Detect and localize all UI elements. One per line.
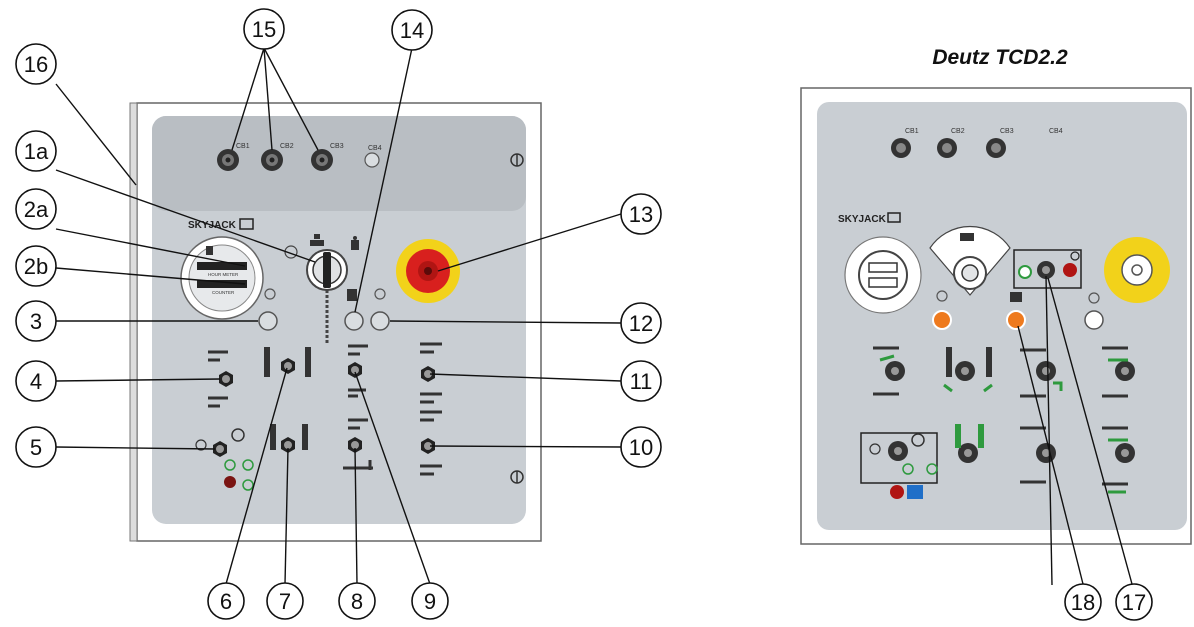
svg-text:2b: 2b	[24, 254, 48, 279]
svg-text:9: 9	[424, 589, 436, 614]
callout-1a: 1a	[15, 130, 57, 172]
manual-icon	[239, 218, 254, 230]
svg-text:4: 4	[30, 369, 42, 394]
indicator-light-white	[1084, 292, 1104, 330]
brand-logo: SKYJACK	[838, 214, 887, 225]
circuit-breaker-cb4-slot: CB4	[364, 145, 382, 168]
callout-2b: 2b	[15, 245, 57, 287]
svg-text:3: 3	[30, 309, 42, 334]
callout-18: 18	[1064, 583, 1102, 621]
left-faceplate-top-band	[152, 116, 526, 211]
svg-text:18: 18	[1071, 590, 1095, 615]
toggle-switch-drive[interactable]	[873, 346, 905, 396]
indicator-light-3	[258, 288, 278, 331]
indicator-light-orange-left	[932, 290, 952, 330]
emergency-stop-button[interactable]	[396, 239, 460, 303]
toggle-switch-platform[interactable]	[1102, 346, 1135, 398]
callout-11: 11	[620, 360, 662, 402]
status-indicator-box	[1013, 249, 1082, 289]
callout-2a: 2a	[15, 188, 57, 230]
left-faceplate	[152, 116, 526, 524]
svg-text:11: 11	[630, 369, 653, 394]
callout-6: 6	[207, 582, 245, 620]
svg-text:2a: 2a	[24, 197, 49, 222]
toggle-switch-8[interactable]	[343, 418, 373, 470]
indicator-light-12	[370, 288, 390, 331]
callout-8: 8	[338, 582, 376, 620]
counter-label: COUNTER	[212, 290, 235, 295]
toggle-switch-4[interactable]	[208, 350, 233, 408]
right-faceplate	[817, 102, 1187, 530]
leader-lines-left	[55, 47, 622, 585]
right-control-box: CB1 CB2 CB3 CB4 SKYJACK	[800, 87, 1192, 545]
toggle-switch-generator[interactable]	[860, 432, 938, 499]
toggle-switch-11[interactable]	[420, 342, 442, 404]
svg-text:13: 13	[629, 202, 653, 227]
callout-9: 9	[411, 582, 449, 620]
toggle-switch-7[interactable]	[270, 424, 308, 453]
svg-text:5: 5	[30, 435, 42, 460]
circuit-breaker-cb2[interactable]: CB2	[261, 143, 294, 171]
circuit-breaker-cb1[interactable]: CB1	[891, 128, 919, 158]
callout-12: 12	[620, 302, 662, 344]
callout-15: 15	[243, 8, 285, 50]
circuit-breaker-cb2[interactable]: CB2	[937, 128, 965, 158]
toggle-switch-steer[interactable]	[943, 347, 993, 393]
callout-5: 5	[15, 426, 57, 468]
callout-17: 17	[1115, 583, 1153, 621]
breaker-label: CB4	[368, 145, 382, 152]
toggle-switch-5[interactable]	[195, 428, 254, 491]
callout-3: 3	[15, 300, 57, 342]
emergency-stop-button[interactable]	[1104, 237, 1170, 303]
svg-text:6: 6	[220, 589, 232, 614]
toggle-switch-outrigger[interactable]	[1102, 426, 1135, 494]
manual-icon	[887, 212, 901, 223]
svg-text:12: 12	[629, 311, 653, 336]
svg-text:17: 17	[1122, 590, 1146, 615]
svg-text:1a: 1a	[24, 139, 49, 164]
svg-text:10: 10	[629, 435, 653, 460]
toggle-switch-steer-2[interactable]	[955, 424, 984, 463]
circuit-breaker-cb1[interactable]: CB1	[217, 143, 250, 171]
svg-text:15: 15	[252, 17, 276, 42]
leader-lines-right	[1017, 275, 1133, 586]
callout-13: 13	[620, 193, 662, 235]
hour-meter	[844, 236, 922, 314]
breaker-label: CB1	[236, 143, 250, 150]
hour-meter: HOUR METER COUNTER	[180, 236, 264, 320]
toggle-switch-9[interactable]	[348, 344, 368, 398]
callout-10: 10	[620, 426, 662, 468]
hour-meter-label: HOUR METER	[208, 272, 239, 277]
ground-mode-icon	[351, 236, 359, 250]
callout-14: 14	[391, 9, 433, 51]
breaker-label: CB2	[280, 143, 294, 150]
svg-text:14: 14	[400, 18, 424, 43]
svg-text:7: 7	[279, 589, 291, 614]
left-box-hinge-edge	[129, 102, 138, 542]
svg-text:16: 16	[24, 52, 48, 77]
svg-text:8: 8	[351, 589, 363, 614]
platform-mode-icon	[310, 234, 324, 246]
toggle-switch-6[interactable]	[264, 347, 311, 377]
key-switch[interactable]	[306, 249, 348, 345]
toggle-switch-10[interactable]	[420, 410, 442, 476]
circuit-breaker-cb3[interactable]: CB3	[311, 143, 344, 171]
breaker-label: CB2	[951, 128, 965, 135]
indicator-light-18	[1006, 292, 1026, 330]
key-switch[interactable]	[929, 226, 1011, 296]
callout-4: 4	[15, 360, 57, 402]
right-panel-title: Deutz TCD2.2	[932, 46, 1068, 69]
callout-7: 7	[266, 582, 304, 620]
breaker-label: CB3	[330, 143, 344, 150]
callout-16: 16	[15, 43, 57, 85]
breaker-label-cb4: CB4	[1049, 128, 1063, 135]
circuit-breaker-cb3[interactable]: CB3	[986, 128, 1014, 158]
breaker-label: CB1	[905, 128, 919, 135]
breaker-label: CB3	[1000, 128, 1014, 135]
indicator-light-14	[344, 289, 364, 331]
